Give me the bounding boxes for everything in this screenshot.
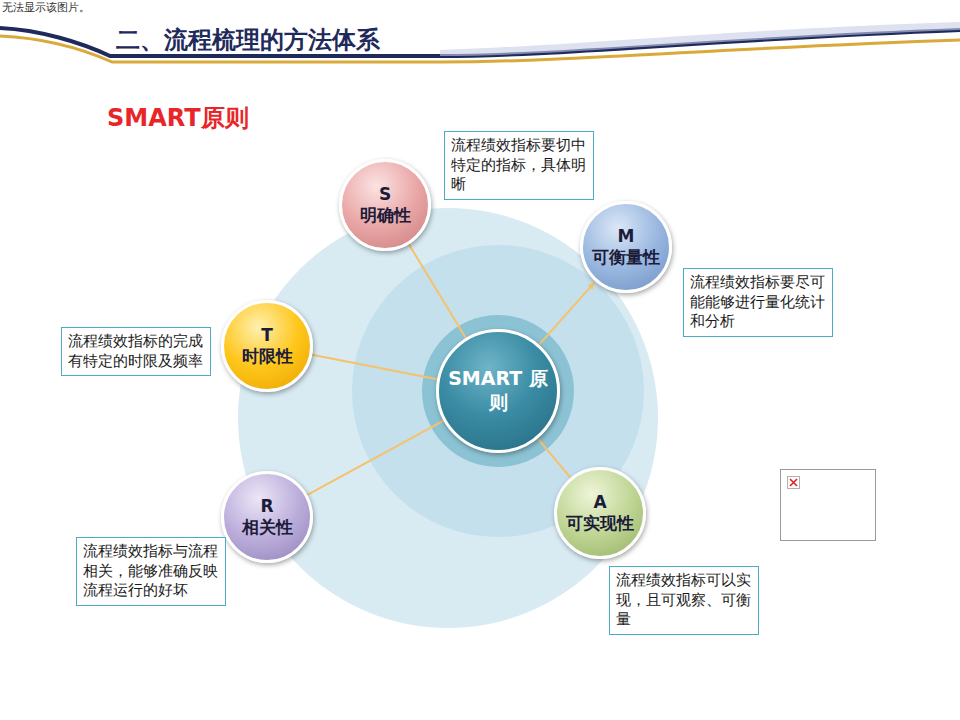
principle-name: 相关性	[242, 517, 293, 538]
callout-text: 流程绩效指标可以实现，且可观察、可衡量	[616, 571, 752, 630]
principle-name: 可衡量性	[592, 247, 660, 268]
callout-text: 流程绩效指标要切中特定的指标，具体明晰	[451, 136, 587, 195]
connector-line	[538, 439, 571, 478]
broken-image	[781, 470, 876, 541]
inner-halo	[352, 245, 644, 537]
principle-circle: S明确性	[339, 159, 431, 251]
header-swoosh	[0, 22, 960, 62]
callout-box: 流程绩效指标的完成有特定的时限及频率	[61, 327, 211, 376]
callout-text: 流程绩效指标与流程相关，能够准确反映流程运行的好坏	[83, 542, 219, 601]
callout-text: 流程绩效指标的完成有特定的时限及频率	[68, 332, 204, 371]
connector-line	[307, 421, 443, 495]
callout-text: 流程绩效指标要尽可能能够进行量化统计和分析	[690, 273, 826, 332]
principle-name: 明确性	[360, 205, 411, 226]
callout-box: 流程绩效指标可以实现，且可观察、可衡量	[609, 566, 759, 635]
principle-letter: A	[593, 492, 606, 513]
connector-line	[539, 283, 594, 345]
principle-circle: R相关性	[221, 471, 313, 563]
callout-box: 流程绩效指标要尽可能能够进行量化统计和分析	[683, 268, 833, 337]
callout-box: 流程绩效指标与流程相关，能够准确反映流程运行的好坏	[76, 537, 226, 606]
principle-letter: R	[260, 496, 273, 517]
center-ring	[422, 315, 574, 467]
connector-line	[409, 244, 466, 338]
principle-name: SMART 原则	[448, 367, 548, 415]
page-title: 二、流程梳理的方法体系	[116, 24, 380, 56]
center-circle: SMART 原则	[436, 329, 560, 453]
principle-letter: M	[618, 226, 635, 247]
broken-image-note: 无法显示该图片。	[2, 0, 90, 15]
section-heading: SMART原则	[107, 102, 249, 134]
principle-circle: M可衡量性	[580, 201, 672, 293]
principle-circle: T时限性	[221, 300, 313, 392]
principle-name: 时限性	[242, 346, 293, 367]
callout-box: 流程绩效指标要切中特定的指标，具体明晰	[444, 131, 594, 200]
principle-letter: T	[261, 325, 273, 346]
principle-letter: S	[379, 184, 391, 205]
connector-line	[312, 355, 437, 379]
principle-name: 可实现性	[566, 513, 634, 534]
principle-circle: A可实现性	[554, 467, 646, 559]
